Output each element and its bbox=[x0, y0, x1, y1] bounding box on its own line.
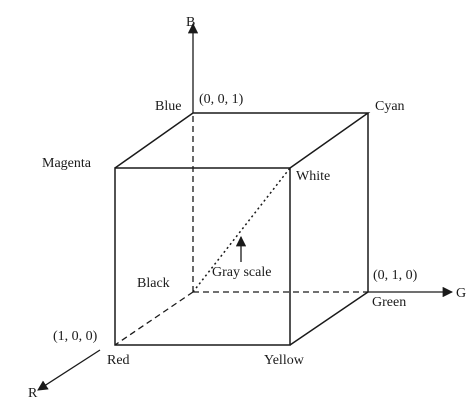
red-vertex-label: Red bbox=[107, 353, 130, 368]
gray-scale-label: Gray scale bbox=[212, 265, 271, 280]
r-axis bbox=[37, 349, 101, 391]
black-red-edge bbox=[114, 291, 194, 346]
top-face-edges bbox=[114, 112, 371, 169]
gray-scale-diagonal bbox=[192, 167, 291, 293]
blue-vertex-label: Blue bbox=[155, 99, 181, 114]
yellow-vertex-label: Yellow bbox=[264, 353, 305, 368]
white-vertex-label: White bbox=[296, 169, 330, 184]
blue-coordinate-label: (0, 0, 1) bbox=[199, 92, 244, 107]
front-face bbox=[114, 167, 291, 346]
cyan-vertex-label: Cyan bbox=[375, 99, 405, 114]
green-vertex-label: Green bbox=[372, 295, 406, 310]
right-face-edges bbox=[289, 113, 369, 346]
b-axis-label: B bbox=[186, 15, 195, 30]
black-vertex-label: Black bbox=[137, 276, 170, 291]
red-coordinate-label: (1, 0, 0) bbox=[53, 329, 98, 344]
magenta-vertex-label: Magenta bbox=[42, 156, 92, 171]
r-axis-label: R bbox=[28, 386, 38, 401]
green-coordinate-label: (0, 1, 0) bbox=[373, 268, 418, 283]
g-axis-label: G bbox=[456, 286, 466, 301]
